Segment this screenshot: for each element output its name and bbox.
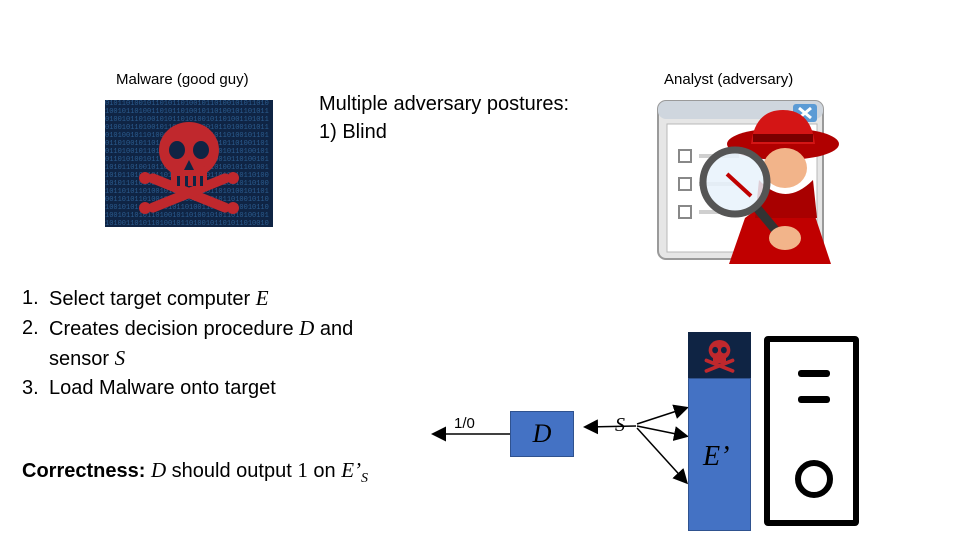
postures-heading: Multiple adversary postures: bbox=[319, 93, 570, 115]
power-button-icon bbox=[795, 460, 833, 498]
drive-slot bbox=[798, 370, 830, 377]
malware-skull-icon: 0101101001011010110100101101001010110101… bbox=[105, 100, 273, 227]
drive-slot bbox=[798, 396, 830, 403]
postures-block: Multiple adversary postures: 1) Blind bbox=[319, 90, 569, 146]
skull-crossbones-icon bbox=[704, 339, 735, 373]
sensor-probe-arrow bbox=[636, 404, 689, 425]
skull-crossbones-icon bbox=[139, 122, 239, 214]
sensor-probe-arrow bbox=[636, 427, 689, 485]
target-box-label: E’ bbox=[703, 441, 730, 472]
posture-item-blind: 1) Blind bbox=[319, 121, 387, 143]
spy-magnifier-icon bbox=[657, 100, 839, 264]
output-label: 1/0 bbox=[454, 415, 475, 432]
analyst-label: Analyst (adversary) bbox=[664, 71, 794, 88]
sensor-label: S bbox=[615, 414, 625, 436]
step-item: 3.Load Malware onto target bbox=[22, 377, 276, 399]
sensor-probe-arrow bbox=[636, 425, 689, 441]
loaded-malware-icon bbox=[688, 332, 751, 378]
computer-tower-icon bbox=[764, 336, 859, 526]
target-box-e: E’ bbox=[688, 378, 751, 531]
sensor-to-d-arrow bbox=[583, 419, 637, 435]
correctness-statement: Correctness: D should output 1 on E’S bbox=[22, 458, 369, 486]
steps-list: 1.Select target computer E 2.Creates dec… bbox=[22, 284, 422, 403]
step-item: 1.Select target computer E bbox=[22, 286, 269, 310]
correctness-label: Correctness: bbox=[22, 460, 146, 482]
malware-label: Malware (good guy) bbox=[116, 71, 249, 88]
decision-box-d: D bbox=[510, 411, 574, 457]
